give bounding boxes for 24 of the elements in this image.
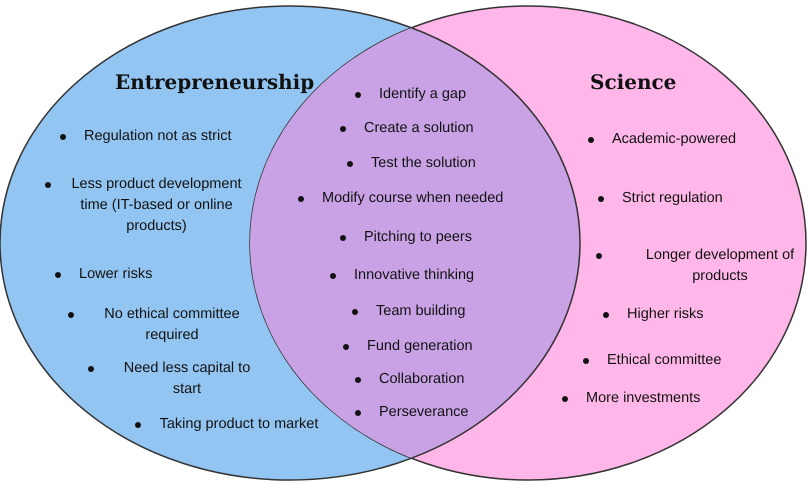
bullet-item: Academic-powered <box>588 129 802 150</box>
bullet-item: More investments <box>562 388 776 409</box>
circle-title: Science <box>590 70 676 94</box>
bullet-item: Less product development time (IT-based or online products) <box>45 174 244 237</box>
bullet-item: Fund generation <box>343 336 473 357</box>
bullet-item: Pitching to peers <box>340 227 472 248</box>
bullet-item: No ethical committee required <box>68 304 252 346</box>
bullet-item: Lower risks <box>55 264 219 285</box>
bullet-item: Innovative thinking <box>330 265 474 286</box>
bullet-item: Higher risks <box>603 304 767 325</box>
bullet-item: Taking product to market <box>135 414 319 435</box>
bullet-item: Identify a gap <box>355 84 466 105</box>
bullet-item: Team building <box>352 301 466 322</box>
circle-title: Entrepreneurship <box>115 70 314 94</box>
bullet-item: Perseverance <box>355 402 468 423</box>
bullet-item: Collaboration <box>355 369 464 390</box>
bullet-item: Strict regulation <box>598 188 802 209</box>
bullet-item: Ethical committee <box>583 350 797 371</box>
bullet-item: Longer development of products <box>596 245 809 287</box>
bullet-item: Need less capital to start <box>88 358 262 400</box>
bullet-item: Create a solution <box>340 118 474 139</box>
bullet-item: Regulation not as strict <box>60 126 304 147</box>
bullet-item: Modify course when needed <box>298 188 504 209</box>
bullet-item: Test the solution <box>347 153 476 174</box>
